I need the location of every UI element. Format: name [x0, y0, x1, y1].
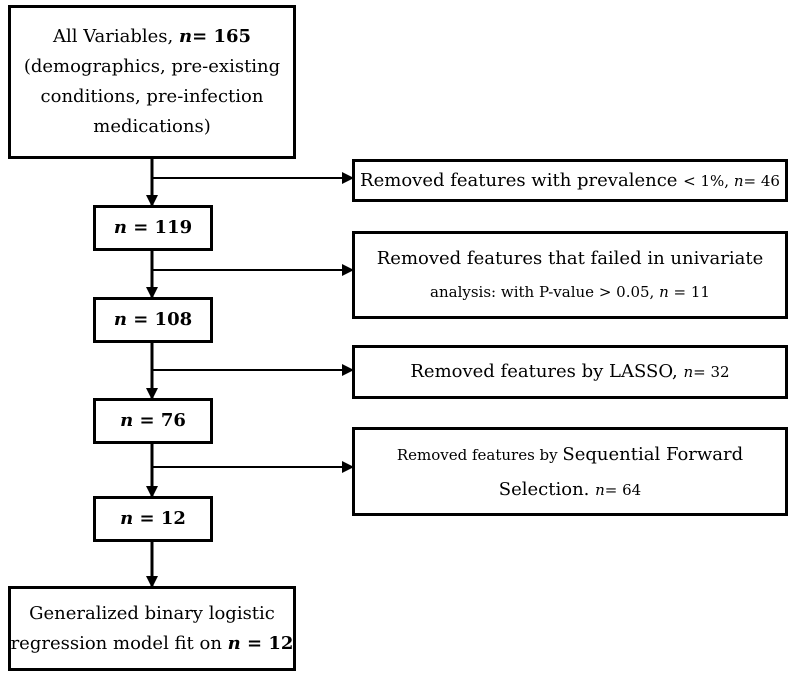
- n76-value: = 76: [133, 410, 186, 431]
- removed-univariate-n: n: [659, 283, 669, 301]
- removed-univariate-line1: Removed features that failed in univaria…: [376, 248, 764, 269]
- all-variables-line1: All Variables, n= 165: [53, 22, 251, 52]
- n119-value: = 119: [126, 217, 193, 238]
- removed-univariate-value: = 11: [668, 283, 710, 301]
- n119-box: n = 119: [93, 205, 213, 251]
- n76-label: n = 76: [120, 406, 186, 436]
- final-model-n: n: [227, 632, 241, 654]
- final-model-value: = 12: [240, 632, 294, 654]
- final-model-box: Generalized binary logistic regression m…: [8, 586, 296, 671]
- all-variables-box: All Variables, n= 165 (demographics, pre…: [8, 5, 296, 159]
- final-model-line2: regression model fit on n = 12: [11, 629, 294, 659]
- n119-n: n: [113, 217, 127, 238]
- all-variables-line2: (demographics, pre-existing: [23, 56, 281, 77]
- removed-sfs-value: = 64: [604, 480, 642, 499]
- removed-lasso-label: Removed features by LASSO,: [410, 361, 684, 382]
- n119-label: n = 119: [114, 213, 192, 243]
- removed-lasso-text: Removed features by LASSO, n= 32: [410, 357, 729, 387]
- removed-prevalence-label: Removed features with prevalence: [360, 169, 684, 191]
- removed-lasso-value: = 32: [693, 363, 730, 381]
- removed-sfs-line1: Removed features by Sequential Forward: [397, 437, 743, 473]
- n76-box: n = 76: [93, 398, 213, 444]
- all-variables-line3: conditions, pre-infection: [40, 86, 264, 107]
- n108-n: n: [113, 309, 127, 330]
- removed-sfs-box: Removed features by Sequential Forward S…: [352, 427, 788, 516]
- removed-prevalence-text: Removed features with prevalence < 1%, n…: [360, 166, 780, 196]
- removed-univariate-cond: analysis: with P-value > 0.05,: [430, 283, 660, 301]
- removed-prevalence-box: Removed features with prevalence < 1%, n…: [352, 159, 788, 202]
- all-variables-line4: medications): [93, 116, 211, 137]
- removed-lasso-n: n: [683, 363, 694, 381]
- removed-prevalence-n: n: [733, 171, 744, 190]
- removed-sfs-line2: Selection. n= 64: [499, 473, 641, 507]
- removed-sfs-prefix: Removed features by: [396, 445, 563, 464]
- final-model-line1: Generalized binary logistic: [29, 602, 275, 624]
- removed-univariate-box: Removed features that failed in univaria…: [352, 231, 788, 319]
- n108-box: n = 108: [93, 297, 213, 343]
- removed-univariate-line2: analysis: with P-value > 0.05, n = 11: [430, 276, 710, 308]
- all-variables-n: n: [179, 26, 193, 47]
- removed-prevalence-value: = 46: [743, 171, 780, 190]
- n108-label: n = 108: [114, 305, 192, 335]
- removed-lasso-box: Removed features by LASSO, n= 32: [352, 345, 788, 399]
- removed-sfs-n: n: [595, 480, 605, 499]
- final-model-prefix: regression model fit on: [10, 632, 228, 654]
- n12-value: = 12: [133, 508, 186, 529]
- removed-sfs-selection: Selection.: [498, 478, 596, 500]
- n76-n: n: [120, 410, 134, 431]
- n12-label: n = 12: [120, 504, 186, 534]
- removed-prevalence-cond: < 1%,: [683, 171, 734, 190]
- n108-value: = 108: [126, 309, 193, 330]
- all-variables-count: = 165: [192, 26, 252, 47]
- removed-sfs-method: Sequential Forward: [562, 443, 744, 465]
- all-variables-label: All Variables,: [52, 26, 179, 47]
- n12-n: n: [120, 508, 134, 529]
- n12-box: n = 12: [93, 496, 213, 542]
